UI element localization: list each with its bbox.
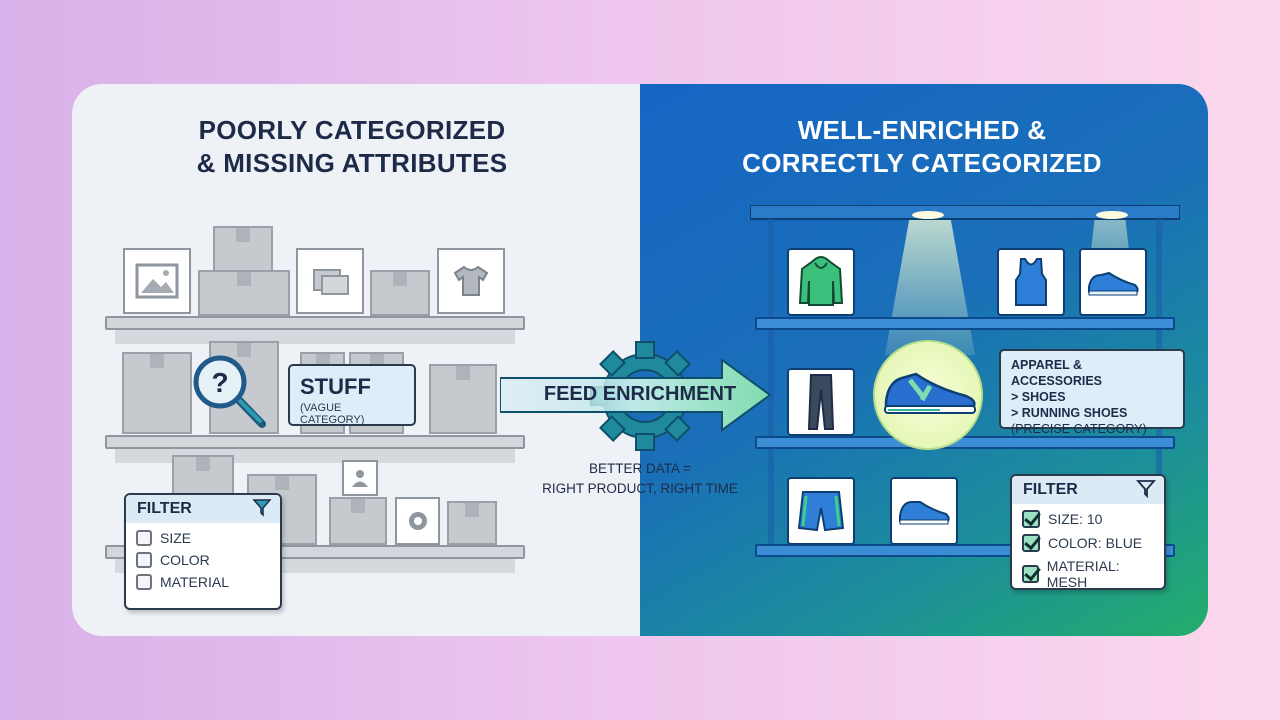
checkbox-checked[interactable] [1022, 534, 1040, 552]
callout-sublabel: (VAGUE CATEGORY) [300, 402, 365, 426]
left-filter-panel: FILTER SIZE COLOR MATERIAL [124, 493, 282, 610]
magnifier-question-icon: ? [193, 355, 266, 428]
box [213, 226, 273, 272]
filter-option-size[interactable]: SIZE: 10 [1012, 507, 1164, 531]
feed-enrichment-arrow [500, 358, 772, 432]
left-title-line1: POORLY CATEGORIZED [198, 115, 506, 145]
feed-enrichment-label: FEED ENRICHMENT [543, 383, 737, 405]
filter-title: FILTER [1023, 481, 1078, 498]
left-title-line2: & MISSING ATTRIBUTES [196, 148, 508, 178]
shelf [105, 435, 525, 463]
person-placeholder-icon [342, 460, 378, 496]
callout-label: STUFF [300, 374, 371, 399]
pants-icon [807, 374, 835, 430]
category-level-2: > SHOES [1011, 390, 1066, 404]
category-level-1: APPAREL & ACCESSORIES [1011, 358, 1102, 388]
option-label: COLOR: BLUE [1048, 535, 1143, 551]
callout-sublabel: (PRECISE CATEGORY) [1011, 422, 1147, 436]
tank-top-product[interactable] [997, 248, 1065, 316]
precise-category-callout: APPAREL & ACCESSORIES > SHOES > RUNNING … [999, 349, 1185, 436]
filter-option-size[interactable]: SIZE [126, 527, 280, 549]
option-label: SIZE [160, 530, 192, 546]
option-label: MATERIAL: MESH [1046, 558, 1120, 590]
filter-option-material[interactable]: MATERIAL: MESH [1012, 555, 1164, 590]
sneaker-icon [899, 501, 950, 525]
svg-text:?: ? [211, 367, 228, 398]
box [122, 352, 192, 434]
right-filter-panel: FILTER SIZE: 10 COLOR: BLUE MATERIAL: ME… [1010, 474, 1166, 590]
vague-category-callout: STUFF (VAGUE CATEGORY) [288, 364, 416, 426]
sneaker-icon [1088, 271, 1139, 296]
shelf [755, 436, 1175, 449]
sneaker-product[interactable] [890, 477, 958, 545]
category-level-3: > RUNNING SHOES [1011, 406, 1128, 420]
hoodie-icon [798, 256, 844, 306]
caption: BETTER DATA = RIGHT PRODUCT, RIGHT TIME [520, 459, 760, 499]
right-title: WELL-ENRICHED & CORRECTLY CATEGORIZED [642, 114, 1202, 180]
box [370, 270, 430, 316]
option-label: MATERIAL [160, 574, 229, 590]
documents-icon [296, 248, 364, 314]
shorts-icon [797, 491, 845, 532]
checkbox-checked[interactable] [1022, 565, 1039, 583]
box [198, 270, 290, 316]
checkbox[interactable] [136, 530, 152, 546]
shelf [105, 316, 525, 344]
shorts-product[interactable] [787, 477, 855, 545]
hoodie-product[interactable] [787, 248, 855, 316]
tshirt-placeholder-icon [437, 248, 505, 314]
shelf [755, 317, 1175, 330]
option-label: SIZE: 10 [1048, 511, 1103, 527]
pants-product[interactable] [787, 368, 855, 436]
box [447, 501, 497, 545]
tank-top-icon [1015, 258, 1047, 306]
caption-line1: BETTER DATA = [589, 461, 691, 476]
filter-title: FILTER [137, 500, 192, 517]
right-title-line2: CORRECTLY CATEGORIZED [742, 148, 1102, 178]
right-title-line1: WELL-ENRICHED & [797, 115, 1047, 145]
box [329, 497, 387, 545]
box [429, 364, 497, 434]
option-label: COLOR [160, 552, 210, 568]
filter-option-color[interactable]: COLOR: BLUE [1012, 531, 1164, 555]
checkbox[interactable] [136, 574, 152, 590]
funnel-icon[interactable] [1136, 478, 1156, 503]
sneaker-product[interactable] [1079, 248, 1147, 316]
checkbox[interactable] [136, 552, 152, 568]
gear-placeholder-icon [395, 497, 440, 545]
left-title: POORLY CATEGORIZED & MISSING ATTRIBUTES [72, 114, 632, 180]
running-shoe-featured-icon[interactable] [880, 368, 980, 420]
funnel-icon[interactable] [252, 497, 272, 522]
image-placeholder-icon [123, 248, 191, 314]
filter-option-color[interactable]: COLOR [126, 549, 280, 571]
caption-line2: RIGHT PRODUCT, RIGHT TIME [542, 481, 738, 496]
filter-option-material[interactable]: MATERIAL [126, 571, 280, 593]
checkbox-checked[interactable] [1022, 510, 1040, 528]
